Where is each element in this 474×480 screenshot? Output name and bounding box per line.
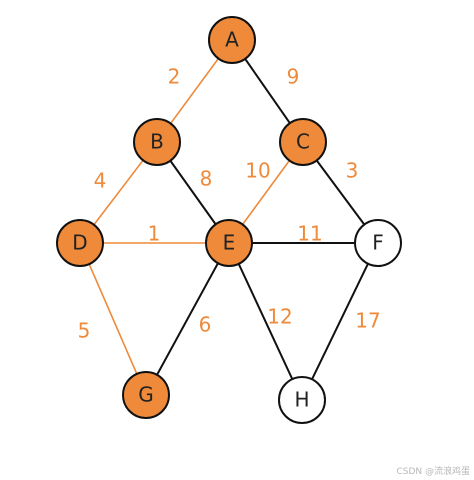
edge-weight-e-f: 11	[297, 222, 322, 246]
node-c: C	[279, 118, 327, 166]
node-circle-a	[208, 16, 256, 64]
edge-d-g	[79, 242, 147, 396]
node-b: B	[133, 118, 181, 166]
edge-weight-b-e: 8	[200, 167, 213, 191]
node-circle-e	[205, 219, 253, 267]
nodes-layer: A B C D E F G H	[56, 16, 402, 424]
node-label-f: F	[372, 231, 384, 255]
node-f: F	[354, 219, 402, 267]
node-d: D	[56, 219, 104, 267]
edge-e-h	[228, 242, 303, 401]
node-circle-d	[56, 219, 104, 267]
edge-weight-e-g: 6	[199, 313, 212, 337]
node-label-g: G	[138, 383, 154, 407]
node-label-a: A	[225, 28, 239, 52]
edge-weight-b-d: 4	[94, 169, 107, 193]
edge-weight-d-g: 5	[78, 319, 91, 343]
edge-weight-d-e: 1	[148, 222, 161, 246]
edge-weight-c-e: 10	[245, 159, 270, 183]
edge-weight-a-b: 2	[168, 65, 181, 89]
edge-e-g	[145, 242, 230, 396]
edge-weight-e-h: 12	[267, 305, 292, 329]
watermark: CSDN @流浪鸡蛋	[396, 465, 470, 477]
node-circle-b	[133, 118, 181, 166]
node-circle-h	[278, 376, 326, 424]
node-a: A	[208, 16, 256, 64]
node-h: H	[278, 376, 326, 424]
node-g: G	[122, 371, 170, 419]
node-label-h: H	[294, 388, 309, 412]
edge-weight-a-c: 9	[287, 65, 300, 89]
node-e: E	[205, 219, 253, 267]
edge-weight-c-f: 3	[346, 159, 359, 183]
node-label-c: C	[296, 130, 310, 154]
edge-f-h	[301, 242, 379, 401]
node-label-b: B	[150, 130, 164, 154]
node-circle-g	[122, 371, 170, 419]
node-circle-f	[354, 219, 402, 267]
node-label-e: E	[223, 231, 236, 255]
node-label-d: D	[72, 231, 87, 255]
edge-weight-f-h: 17	[355, 309, 380, 333]
node-circle-c	[279, 118, 327, 166]
